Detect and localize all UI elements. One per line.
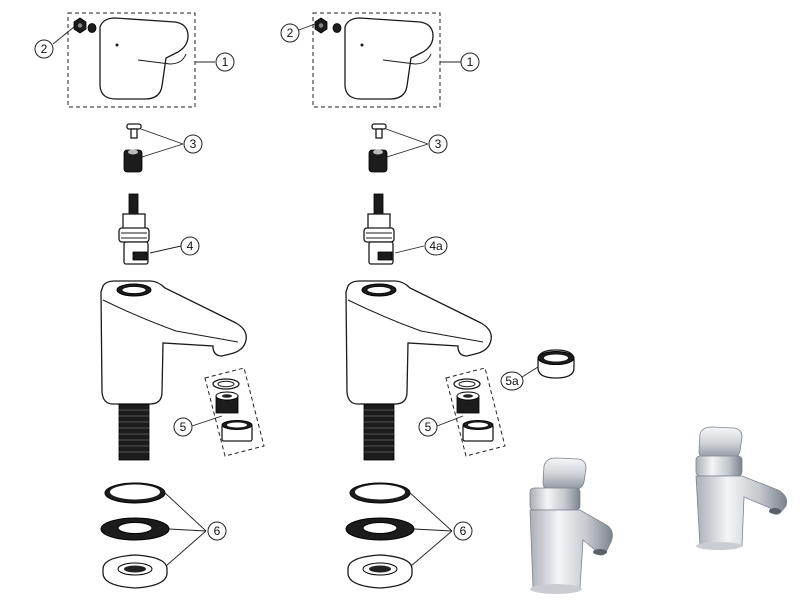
callout-3-left: 3 xyxy=(183,134,203,154)
handle-group-box xyxy=(312,12,441,108)
svg-text:3: 3 xyxy=(190,137,197,151)
callout-4a-right: 4a xyxy=(424,236,448,256)
callout-3-right: 3 xyxy=(428,134,448,154)
screw-cap-icon xyxy=(73,17,97,34)
tap-body-icon xyxy=(100,280,247,461)
callout-5-left: 5 xyxy=(173,417,193,437)
callout-6-left: 6 xyxy=(207,521,227,541)
tap-handle-icon xyxy=(99,17,189,100)
svg-text:5a: 5a xyxy=(505,374,519,388)
washer-icon xyxy=(345,482,415,589)
svg-text:1: 1 xyxy=(467,55,474,69)
callout-5-right: 5 xyxy=(418,417,438,437)
aerator-icon xyxy=(204,367,265,457)
screw-set-icon xyxy=(123,123,143,173)
cartridge-icon xyxy=(118,193,150,265)
callout-6-right: 6 xyxy=(453,521,473,541)
handle-group-box xyxy=(67,12,196,108)
product-photo-left xyxy=(529,457,613,594)
svg-text:6: 6 xyxy=(460,524,467,538)
chrome-tap-icon xyxy=(529,457,613,594)
callout-1-left: 1 xyxy=(215,52,235,72)
callout-4-left: 4 xyxy=(180,236,200,256)
tap-handle-icon xyxy=(344,17,434,100)
svg-text:2: 2 xyxy=(287,26,294,40)
tap-body-icon xyxy=(345,280,492,461)
svg-text:6: 6 xyxy=(214,524,221,538)
aerator-extra-icon xyxy=(537,349,575,379)
callout-1-right: 1 xyxy=(460,52,480,72)
washer-icon xyxy=(100,482,170,589)
right-assembly: 1 2 3 4a 5 5a 6 xyxy=(280,12,575,589)
svg-text:4: 4 xyxy=(187,239,194,253)
callout-2-left: 2 xyxy=(34,39,54,59)
svg-text:5: 5 xyxy=(425,420,432,434)
svg-text:4a: 4a xyxy=(429,239,443,253)
callout-5a-right: 5a xyxy=(500,371,524,391)
screw-cap-icon xyxy=(314,17,342,34)
svg-text:3: 3 xyxy=(435,137,442,151)
aerator-icon xyxy=(445,367,506,457)
svg-text:5: 5 xyxy=(180,420,187,434)
cartridge-icon xyxy=(363,193,395,265)
svg-text:2: 2 xyxy=(41,42,48,56)
chrome-tap-icon xyxy=(695,426,788,550)
callout-2-right: 2 xyxy=(280,23,300,43)
left-assembly: 1 2 3 4 5 6 xyxy=(34,12,265,589)
screw-set-icon xyxy=(368,123,388,173)
product-photo-right xyxy=(695,426,788,550)
svg-text:1: 1 xyxy=(222,55,229,69)
